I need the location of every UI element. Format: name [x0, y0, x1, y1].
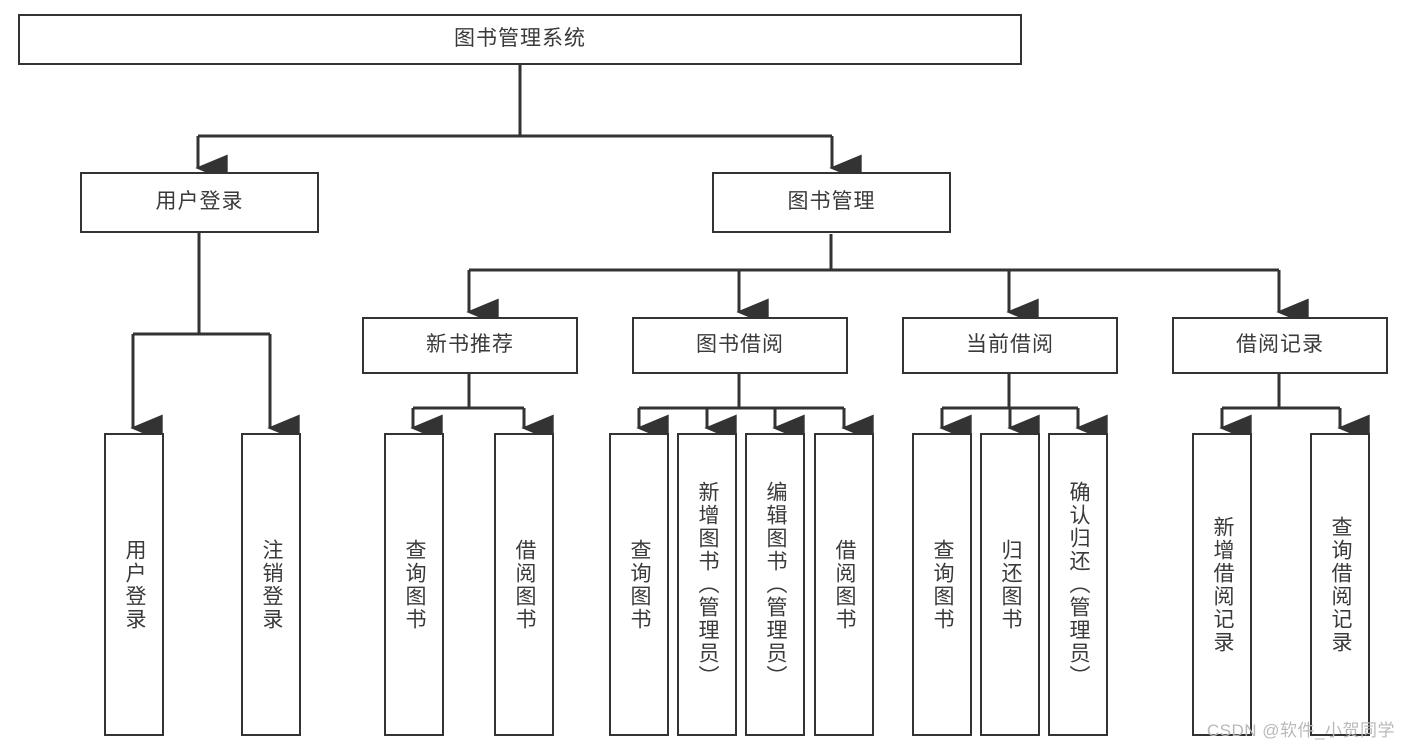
leaf-query-book-current-label: 查询图书: [931, 538, 955, 631]
node-book-management-label: 图书管理: [787, 190, 876, 214]
leaf-logout[interactable]: 注销登录: [241, 433, 301, 736]
leaf-add-book-admin-label: 新增图书（管理员）: [696, 481, 720, 688]
leaf-query-borrow-record-label: 查询借阅记录: [1329, 515, 1353, 654]
leaf-query-borrow-record[interactable]: 查询借阅记录: [1310, 433, 1370, 736]
node-current-borrow-label: 当前借阅: [966, 333, 1054, 357]
leaf-confirm-return-admin-label: 确认归还（管理员）: [1067, 481, 1091, 688]
leaf-confirm-return-admin[interactable]: 确认归还（管理员）: [1048, 433, 1108, 736]
leaf-return-book-label: 归还图书: [999, 538, 1023, 631]
leaf-edit-book-admin[interactable]: 编辑图书（管理员）: [745, 433, 805, 736]
leaf-borrow-book-recommend-label: 借阅图书: [513, 538, 537, 631]
node-book-borrow[interactable]: 图书借阅: [632, 317, 848, 374]
node-user-login[interactable]: 用户登录: [80, 172, 319, 233]
leaf-return-book[interactable]: 归还图书: [980, 433, 1040, 736]
node-borrow-record[interactable]: 借阅记录: [1172, 317, 1388, 374]
node-root-label: 图书管理系统: [454, 27, 586, 51]
leaf-user-login-label: 用户登录: [123, 538, 147, 631]
node-book-management[interactable]: 图书管理: [712, 172, 951, 233]
leaf-query-book-current[interactable]: 查询图书: [912, 433, 972, 736]
leaf-query-book-borrow-label: 查询图书: [628, 538, 652, 631]
node-new-book-recommend[interactable]: 新书推荐: [362, 317, 578, 374]
leaf-query-book-borrow[interactable]: 查询图书: [609, 433, 669, 736]
leaf-add-borrow-record[interactable]: 新增借阅记录: [1192, 433, 1252, 736]
node-book-borrow-label: 图书借阅: [696, 333, 784, 357]
leaf-user-login[interactable]: 用户登录: [104, 433, 164, 736]
leaf-add-book-admin[interactable]: 新增图书（管理员）: [677, 433, 737, 736]
node-user-login-label: 用户登录: [155, 190, 244, 214]
node-root[interactable]: 图书管理系统: [18, 14, 1022, 65]
leaf-borrow-book[interactable]: 借阅图书: [814, 433, 874, 736]
leaf-query-book-recommend[interactable]: 查询图书: [384, 433, 444, 736]
node-new-book-recommend-label: 新书推荐: [426, 333, 514, 357]
leaf-query-book-recommend-label: 查询图书: [403, 538, 427, 631]
node-borrow-record-label: 借阅记录: [1236, 333, 1324, 357]
leaf-logout-label: 注销登录: [260, 538, 284, 631]
leaf-add-borrow-record-label: 新增借阅记录: [1211, 515, 1235, 654]
leaf-edit-book-admin-label: 编辑图书（管理员）: [764, 481, 788, 688]
node-current-borrow[interactable]: 当前借阅: [902, 317, 1118, 374]
leaf-borrow-book-recommend[interactable]: 借阅图书: [494, 433, 554, 736]
leaf-borrow-book-label: 借阅图书: [833, 538, 857, 631]
